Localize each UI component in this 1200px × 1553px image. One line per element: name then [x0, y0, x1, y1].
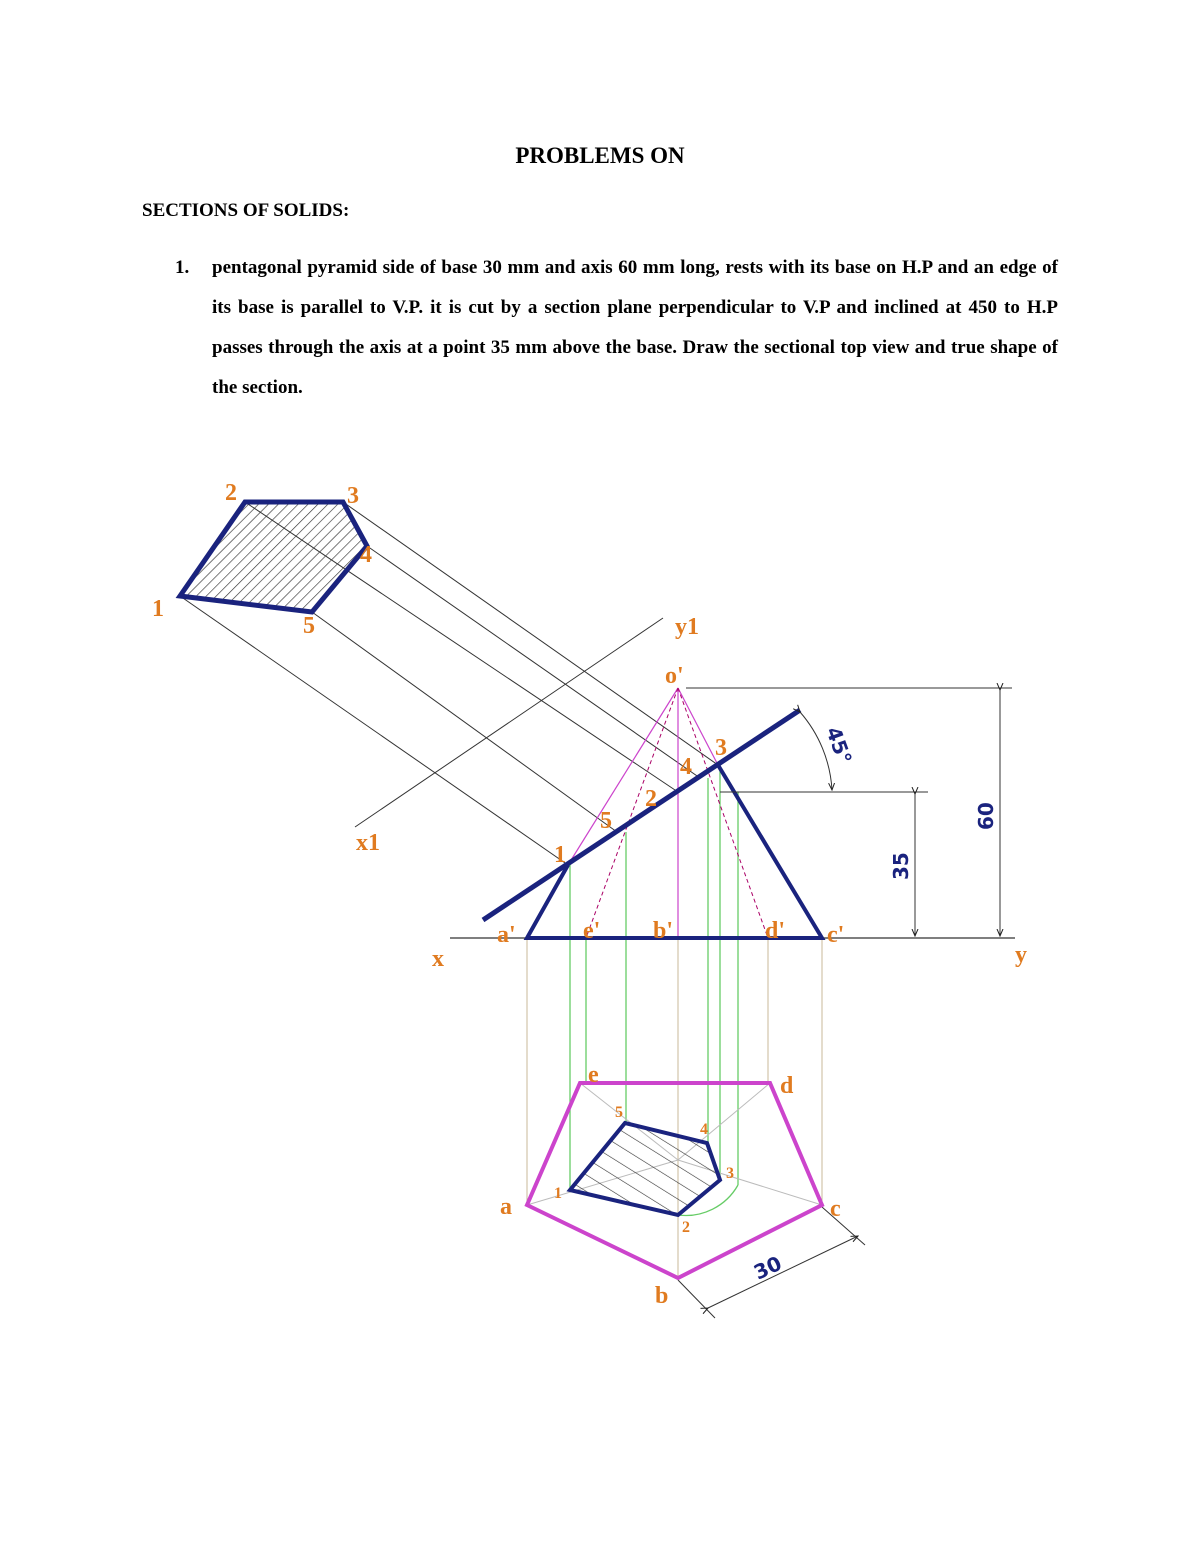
problem-statement: 1. pentagonal pyramid side of base 30 mm…: [175, 248, 1058, 408]
svg-text:60: 60: [974, 802, 998, 830]
svg-text:5: 5: [615, 1104, 623, 1121]
auxiliary-x1y1-line: [354, 617, 664, 828]
svg-text:3: 3: [715, 735, 727, 761]
svg-text:3: 3: [726, 1165, 734, 1182]
problem-number: 1.: [175, 257, 190, 278]
svg-text:e': e': [583, 918, 600, 944]
true-shape-section: [175, 499, 371, 615]
section-heading: SECTIONS OF SOLIDS:: [142, 200, 350, 221]
front-view-labels: o' a' e' b' d' c' 1 5 2 4 3: [497, 663, 844, 948]
top-view-pyramid: [524, 1081, 825, 1281]
svg-text:3: 3: [347, 483, 359, 509]
true-shape-labels: 1 2 3 4 5: [152, 480, 372, 639]
svg-text:a': a': [497, 922, 516, 948]
svg-text:o': o': [665, 663, 684, 689]
svg-text:2: 2: [682, 1219, 690, 1236]
vertical-projectors: [526, 938, 823, 1278]
svg-text:4: 4: [680, 754, 692, 780]
svg-text:5: 5: [303, 613, 315, 639]
svg-text:c: c: [830, 1196, 841, 1222]
page-title: PROBLEMS ON: [515, 143, 685, 168]
dimension-labels: 60 35 45° 30: [750, 724, 998, 1285]
svg-text:a: a: [500, 1194, 512, 1220]
section-plane: [481, 707, 802, 923]
problem-text: pentagonal pyramid side of base 30 mm an…: [212, 257, 1058, 398]
svg-text:2: 2: [225, 480, 237, 506]
y-label: y: [1015, 942, 1027, 968]
svg-text:2: 2: [645, 786, 657, 812]
svg-text:e: e: [588, 1062, 599, 1088]
top-view-labels: a b c d e 1 2 3 4 5: [500, 1062, 841, 1309]
svg-text:d: d: [780, 1073, 794, 1099]
sectional-top-view: [566, 1120, 723, 1218]
svg-text:5: 5: [600, 808, 612, 834]
svg-text:1: 1: [152, 596, 164, 622]
svg-text:b: b: [655, 1283, 668, 1309]
front-view-pyramid: [523, 687, 826, 940]
svg-text:30: 30: [750, 1251, 785, 1285]
dimension-lines: [677, 688, 1012, 1319]
svg-text:1: 1: [554, 1185, 562, 1202]
svg-text:4: 4: [700, 1121, 708, 1138]
svg-text:c': c': [827, 922, 844, 948]
x1-label: x1: [356, 830, 380, 856]
true-shape-projectors: [179, 501, 719, 866]
svg-text:1: 1: [554, 842, 566, 868]
svg-text:4: 4: [360, 542, 372, 568]
y1-label: y1: [675, 614, 699, 640]
svg-text:d': d': [765, 918, 785, 944]
x-label: x: [432, 946, 444, 972]
svg-text:b': b': [653, 918, 673, 944]
svg-text:35: 35: [889, 852, 913, 880]
